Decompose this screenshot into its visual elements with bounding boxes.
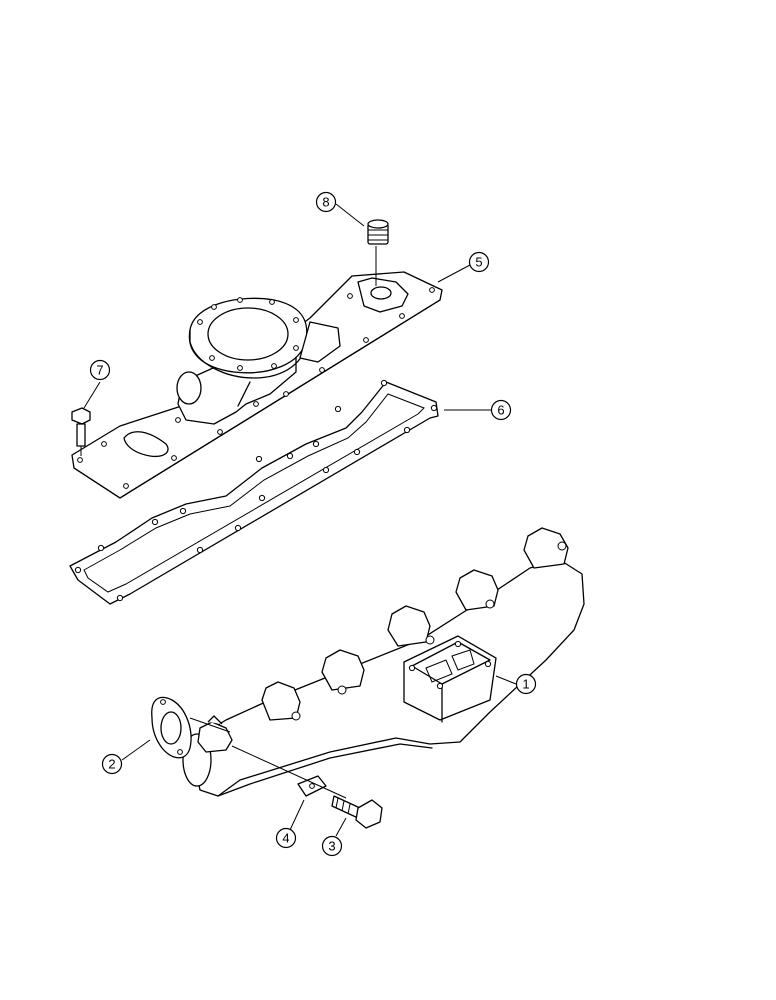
svg-text:7: 7 — [96, 363, 103, 378]
svg-text:3: 3 — [328, 839, 335, 854]
svg-text:4: 4 — [282, 831, 289, 846]
cover-gasket — [69, 379, 439, 605]
manifold-port-flanges — [197, 527, 569, 753]
exhaust-manifold — [182, 527, 585, 797]
svg-text:8: 8 — [322, 195, 329, 210]
callout-1: 1 — [515, 673, 537, 695]
intake-cover — [71, 271, 443, 499]
svg-text:5: 5 — [475, 255, 482, 270]
leader-lines — [83, 203, 517, 837]
locking-plate — [297, 775, 327, 797]
svg-text:1: 1 — [522, 677, 529, 692]
manifold-gasket — [151, 696, 231, 759]
plug-fitting — [367, 219, 389, 286]
svg-text:2: 2 — [108, 757, 115, 772]
callout-5: 5 — [468, 251, 490, 273]
callout-4: 4 — [275, 827, 297, 849]
manifold-bolt — [331, 795, 383, 829]
svg-text:6: 6 — [497, 403, 504, 418]
callout-7: 7 — [89, 359, 111, 381]
callout-3: 3 — [321, 835, 343, 857]
gasket-bolt-holes — [74, 379, 438, 602]
callout-8: 8 — [315, 191, 337, 213]
cover-bolt — [71, 407, 91, 456]
callout-2: 2 — [101, 753, 123, 775]
callout-6: 6 — [490, 399, 512, 421]
cover-bolt-holes — [77, 287, 435, 489]
flange-bolt-holes — [197, 297, 299, 371]
